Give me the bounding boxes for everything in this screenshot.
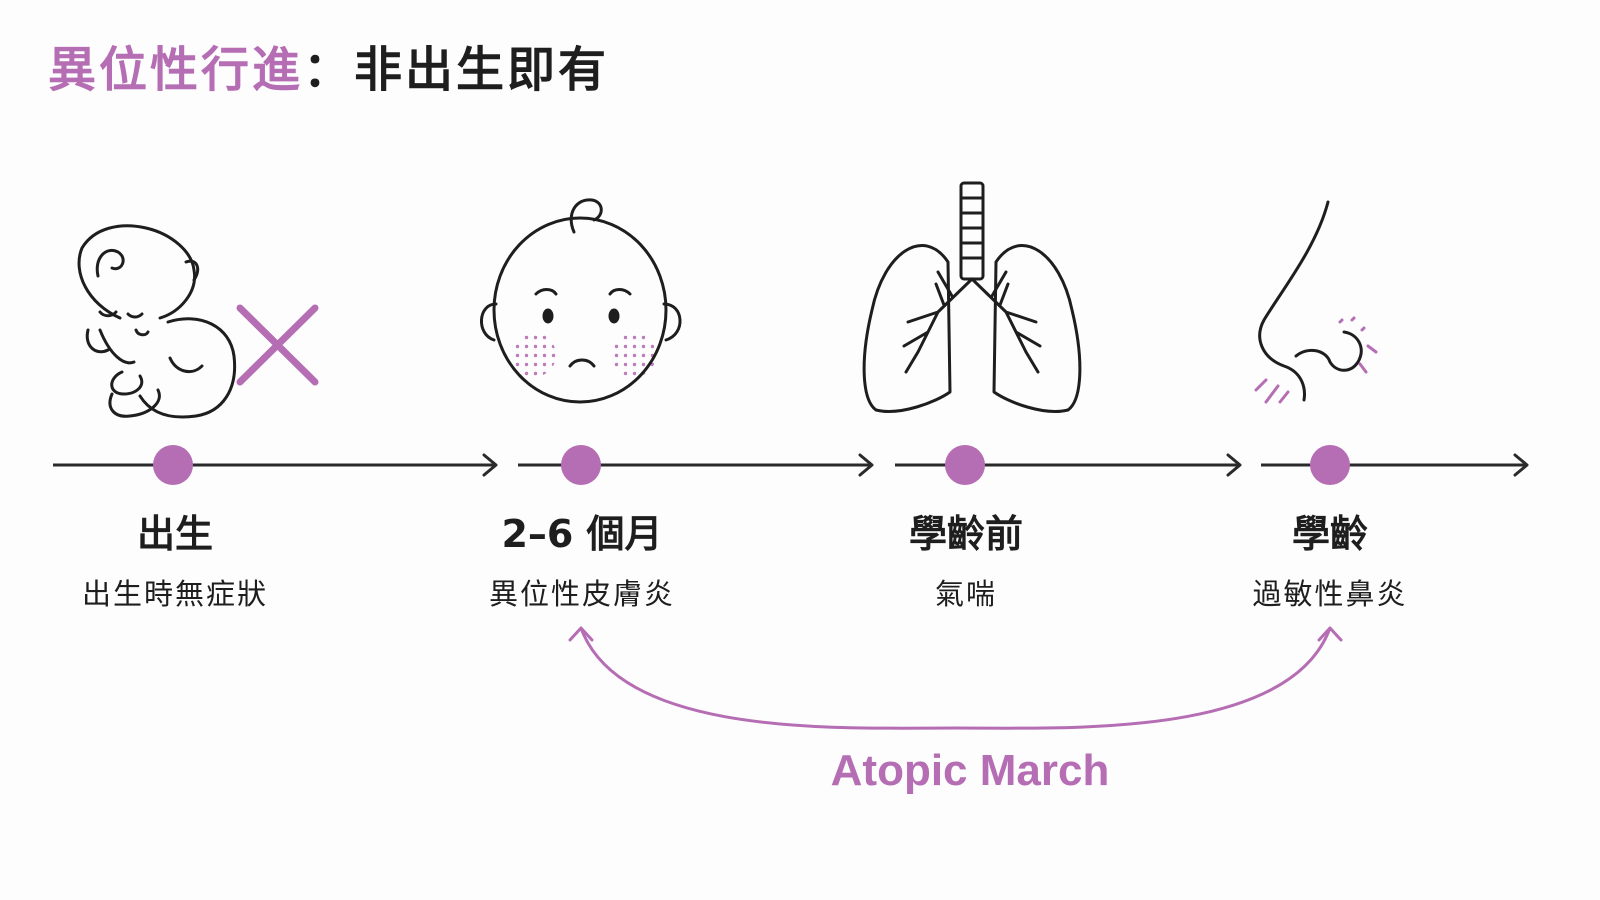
stage-description: 異位性皮膚炎 [488,577,675,611]
march-arrowhead-start [568,626,594,642]
stage-dot [1310,445,1350,485]
stage-dot [561,445,601,485]
stage-description: 氣喘 [934,577,997,611]
nose-sneeze-icon [1254,200,1378,404]
baby-face-rash-icon [480,198,682,404]
sleeping-baby-icon [77,224,237,419]
stage-dots [153,445,1350,485]
stage-label: 學齡前 [908,512,1023,556]
timeline-arrowhead [1513,453,1529,477]
timeline [53,453,1529,477]
atopic-march-label: Atopic March [830,746,1110,795]
lungs-icon [862,181,1082,413]
stage-label: 2–6 個月 [501,512,663,556]
stage-dot [945,445,985,485]
stage-label: 出生 [136,512,213,556]
atopic-march-arrowheads [568,626,1343,642]
timeline-arrowhead [482,453,498,477]
title-accent: 異位性行進 [48,42,304,98]
title-rest: ：非出生即有 [303,42,610,98]
timeline-arrowhead [858,453,874,477]
march-arrowhead-end [1317,626,1343,642]
stage-description: 出生時無症狀 [81,577,268,611]
stage-label: 學齡 [1291,512,1368,556]
stage-dot [153,445,193,485]
timeline-arrowhead [1226,453,1242,477]
page-title: 異位性行進：非出生即有 [48,38,609,102]
stage-description: 過敏性鼻炎 [1252,577,1408,611]
atopic-march-arc [579,627,1332,730]
cross-mark [236,304,319,386]
